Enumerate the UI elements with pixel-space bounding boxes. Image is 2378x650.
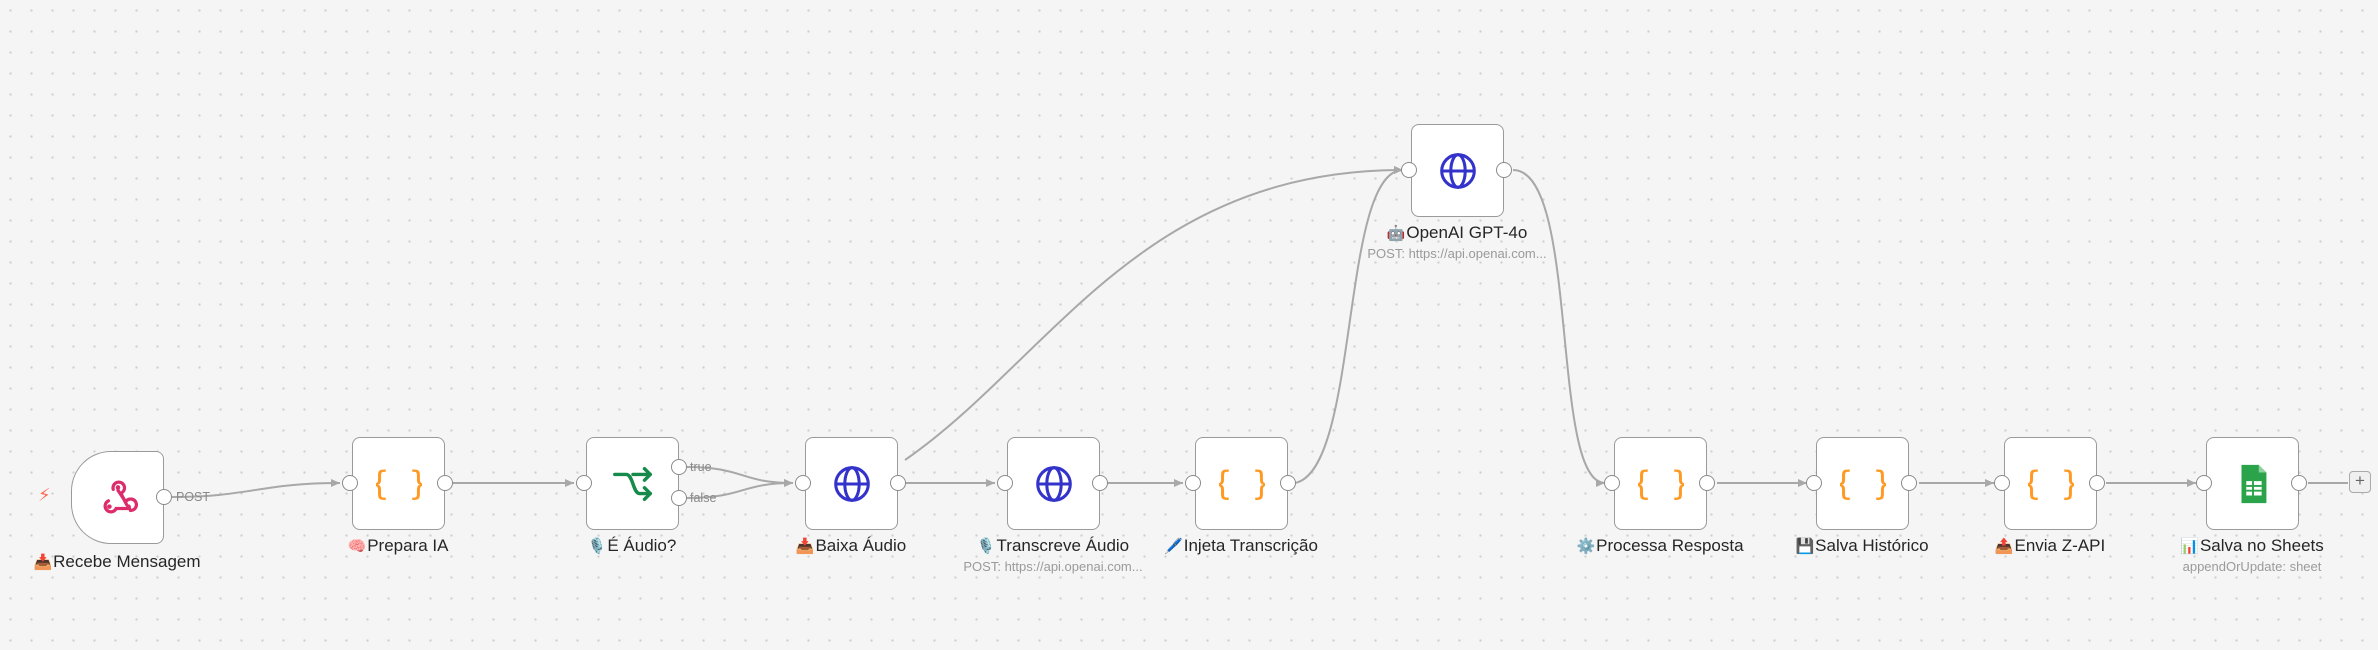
svg-text:{ }: { } <box>1638 464 1684 502</box>
input-port[interactable] <box>1185 475 1201 491</box>
node-salva-sheets[interactable] <box>2206 437 2299 530</box>
input-port[interactable] <box>1604 475 1620 491</box>
node-subtitle-sheets: appendOrUpdate: sheet <box>2182 559 2322 574</box>
code-icon: { } <box>376 464 422 502</box>
node-baixa-audio[interactable] <box>805 437 898 530</box>
node-label-sheets: 📊Salva no Sheets <box>2180 536 2324 555</box>
lightning-icon: ⚡ <box>38 485 51 505</box>
output-port[interactable] <box>2089 475 2105 491</box>
input-port[interactable] <box>2196 475 2212 491</box>
output-port-true[interactable] <box>671 459 687 475</box>
node-label-baixa: 📥Baixa Áudio <box>795 536 907 555</box>
output-port-false[interactable] <box>671 490 687 506</box>
node-recebe-mensagem[interactable] <box>71 451 164 544</box>
node-processa-resposta[interactable]: { } <box>1614 437 1707 530</box>
switch-icon <box>612 466 652 501</box>
node-e-audio[interactable] <box>586 437 679 530</box>
node-salva-historico[interactable]: { } <box>1816 437 1909 530</box>
input-port[interactable] <box>576 475 592 491</box>
globe-icon <box>1439 152 1476 189</box>
node-label-recebe: 📥Recebe Mensagem <box>33 552 201 571</box>
globe-icon <box>833 465 870 502</box>
node-label-transcreve: 🎙️Transcreve Áudio <box>976 536 1130 555</box>
node-label-eaudio: 🎙️É Áudio? <box>587 536 677 555</box>
edge-baixa-openai[interactable] <box>904 166 1404 461</box>
code-icon: { } <box>2028 464 2074 502</box>
input-port[interactable] <box>1994 475 2010 491</box>
edge-label-true: true <box>690 460 712 474</box>
input-port[interactable] <box>342 475 358 491</box>
sheets-icon <box>2241 464 2266 503</box>
output-port[interactable] <box>2291 475 2307 491</box>
globe-icon <box>1035 465 1072 502</box>
node-label-envia: 📤Envia Z-API <box>1994 536 2106 555</box>
code-icon: { } <box>1638 464 1684 502</box>
input-port[interactable] <box>1401 162 1417 178</box>
add-node-button[interactable]: + <box>2349 471 2371 493</box>
edge-recebe-prepara[interactable] <box>171 479 341 498</box>
node-openai-gpt4o[interactable] <box>1411 124 1504 217</box>
edge-injeta-openai[interactable] <box>1294 166 1404 484</box>
edge-true-baixa[interactable] <box>685 466 794 487</box>
code-icon: { } <box>1219 464 1265 502</box>
svg-text:{ }: { } <box>2028 464 2074 502</box>
output-port[interactable] <box>437 475 453 491</box>
svg-text:{ }: { } <box>1840 464 1886 502</box>
node-envia-zapi[interactable]: { } <box>2004 437 2097 530</box>
edge-label-false: false <box>690 491 717 505</box>
output-port[interactable] <box>156 489 172 505</box>
code-icon: { } <box>1840 464 1886 502</box>
edge-label-post: POST <box>176 490 211 504</box>
input-port[interactable] <box>795 475 811 491</box>
node-label-prepara: 🧠Prepara IA <box>347 536 449 555</box>
edge-false-baixa[interactable] <box>685 479 794 499</box>
input-port[interactable] <box>1806 475 1822 491</box>
output-port[interactable] <box>890 475 906 491</box>
output-port[interactable] <box>1699 475 1715 491</box>
node-transcreve-audio[interactable] <box>1007 437 1100 530</box>
input-port[interactable] <box>997 475 1013 491</box>
node-label-injeta: 🖊️Injeta Transcrição <box>1164 536 1318 555</box>
webhook-icon <box>103 480 138 513</box>
svg-text:{ }: { } <box>376 464 422 502</box>
output-port[interactable] <box>1280 475 1296 491</box>
output-port[interactable] <box>1092 475 1108 491</box>
output-port[interactable] <box>1496 162 1512 178</box>
node-label-processa: ⚙️Processa Resposta <box>1576 536 1744 555</box>
node-label-salvahist: 💾Salva Histórico <box>1795 536 1929 555</box>
node-subtitle-transcreve: POST: https://api.openai.com... <box>963 559 1143 574</box>
svg-text:{ }: { } <box>1219 464 1265 502</box>
node-label-openai: 🤖OpenAI GPT-4o <box>1386 223 1528 242</box>
edge-openai-processa[interactable] <box>1512 169 1606 487</box>
output-port[interactable] <box>1901 475 1917 491</box>
node-injeta-transcricao[interactable]: { } <box>1195 437 1288 530</box>
node-subtitle-openai: POST: https://api.openai.com... <box>1367 246 1547 261</box>
node-prepara-ia[interactable]: { } <box>352 437 445 530</box>
